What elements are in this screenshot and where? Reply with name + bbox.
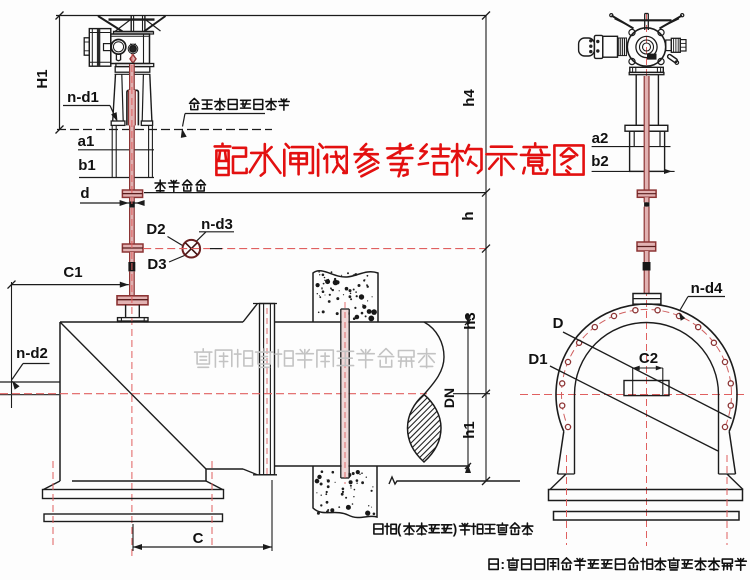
svg-text:C2: C2: [639, 350, 658, 367]
svg-text:): ): [453, 522, 457, 537]
svg-text:C1: C1: [63, 264, 82, 281]
svg-text:C: C: [193, 530, 204, 547]
svg-text:H1: H1: [34, 69, 51, 88]
svg-text:n-d3: n-d3: [201, 216, 233, 233]
svg-text:(: (: [397, 522, 402, 537]
svg-text:DN: DN: [441, 388, 457, 408]
svg-text:h4: h4: [461, 89, 478, 107]
svg-text:h: h: [460, 211, 477, 220]
svg-text::: :: [500, 556, 505, 572]
svg-text:a2: a2: [592, 130, 609, 147]
svg-text:n-d4: n-d4: [691, 280, 723, 297]
svg-text:d: d: [80, 185, 89, 202]
svg-text:D3: D3: [147, 256, 166, 273]
svg-text:n-d2: n-d2: [16, 345, 48, 362]
svg-text:h3: h3: [462, 312, 479, 330]
svg-text:n-d1: n-d1: [67, 89, 99, 106]
svg-text:D1: D1: [528, 351, 547, 368]
svg-text:b1: b1: [78, 157, 96, 174]
svg-text:h1: h1: [461, 421, 478, 439]
svg-text:b2: b2: [591, 153, 609, 170]
svg-text:D: D: [553, 315, 564, 332]
svg-text:a1: a1: [78, 133, 95, 150]
svg-text:D2: D2: [146, 221, 165, 238]
